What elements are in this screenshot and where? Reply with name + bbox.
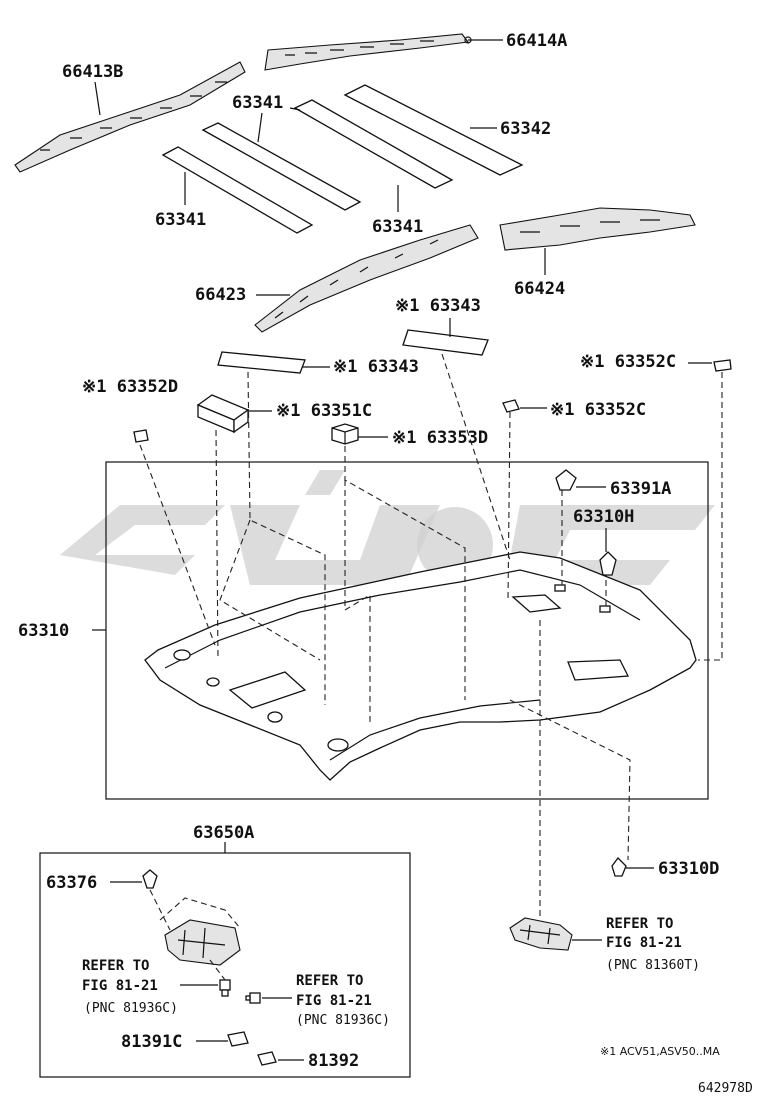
label-63391A: 63391A xyxy=(610,479,671,499)
ref-mid-fig: FIG 81-21 xyxy=(296,993,372,1009)
label-63650A: 63650A xyxy=(193,823,254,843)
lens-81391C xyxy=(227,1031,249,1047)
label-81391C: 81391C xyxy=(121,1032,182,1052)
label-63310D: 63310D xyxy=(658,859,719,879)
label-66413B: 66413B xyxy=(62,62,123,82)
label-63376: 63376 xyxy=(46,873,97,893)
part-66423-shape xyxy=(254,224,479,333)
headliner-63310-shape xyxy=(144,551,697,781)
pad-63343-upper xyxy=(402,329,489,356)
ref-mid-pnc: (PNC 81936C) xyxy=(296,1013,390,1028)
label-63341-top: 63341 xyxy=(232,93,283,113)
part-66424-shape xyxy=(499,207,696,251)
clip-63352C-upper xyxy=(713,359,732,372)
ref-left-pnc: (PNC 81936C) xyxy=(84,1001,178,1016)
label-66424: 66424 xyxy=(514,279,565,299)
pad-63343-lower xyxy=(217,351,306,374)
part-66413B-shape xyxy=(14,61,246,173)
label-81392: 81392 xyxy=(308,1051,359,1071)
bulb-left xyxy=(219,979,231,997)
label-63352C-upper: ※1 63352C xyxy=(580,352,676,372)
clip-63310H xyxy=(599,551,617,576)
label-63341-right: 63341 xyxy=(372,217,423,237)
block-63351C xyxy=(196,394,250,434)
ref-right-refer: REFER TO xyxy=(606,916,673,932)
block-63353D xyxy=(331,423,359,445)
label-63343-lower: ※1 63343 xyxy=(333,357,419,377)
label-63343-upper: ※1 63343 xyxy=(395,296,481,316)
ref-right-pnc: (PNC 81360T) xyxy=(606,958,700,973)
ref-left-refer: REFER TO xyxy=(82,958,149,974)
label-63352D: ※1 63352D xyxy=(82,377,178,397)
part-66414A-shape xyxy=(264,33,470,71)
label-63341-left: 63341 xyxy=(155,210,206,230)
label-63342: 63342 xyxy=(500,119,551,139)
label-66423: 66423 xyxy=(195,285,246,305)
clip-63352C-lower xyxy=(502,399,520,413)
bulb-mid xyxy=(245,992,261,1004)
screw-63376 xyxy=(142,869,158,889)
dashed-leaders xyxy=(139,353,723,920)
map-lamp-81360T xyxy=(509,917,573,951)
lens-81392 xyxy=(257,1051,277,1066)
footnote: ※1 ACV51,ASV50..MA xyxy=(600,1045,720,1058)
label-63310: 63310 xyxy=(18,621,69,641)
label-63353D: ※1 63353D xyxy=(392,428,488,448)
drawing-number: 642978D xyxy=(698,1081,753,1096)
ref-right-fig: FIG 81-21 xyxy=(606,935,682,951)
clip-63310D xyxy=(611,857,627,877)
ref-left-fig: FIG 81-21 xyxy=(82,978,158,994)
felt-pads-63341-63342 xyxy=(161,84,524,234)
room-lamp-box xyxy=(39,852,411,1078)
room-lamp-assembly xyxy=(159,897,241,966)
label-66414A: 66414A xyxy=(506,31,567,51)
clip-63352D xyxy=(133,429,149,443)
label-63352C-lower: ※1 63352C xyxy=(550,400,646,420)
label-63351C: ※1 63351C xyxy=(276,401,372,421)
clip-63391A xyxy=(555,469,577,491)
ref-mid-refer: REFER TO xyxy=(296,973,363,989)
label-63310H: 63310H xyxy=(573,507,634,527)
